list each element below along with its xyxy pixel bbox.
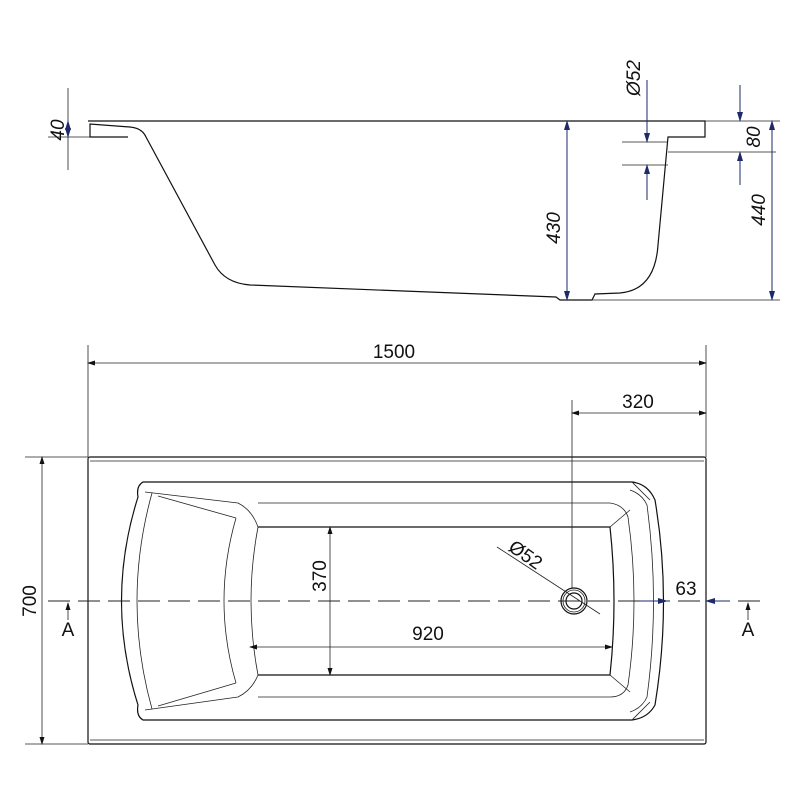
dim-floor-length: 920 <box>412 624 444 645</box>
dim-floor-width: 370 <box>310 560 331 592</box>
drain-inner <box>565 592 583 610</box>
dim-total-height: 440 <box>749 194 770 226</box>
section-label-left: A <box>62 620 75 641</box>
floor-outline <box>258 526 615 676</box>
dim-width: 700 <box>20 585 41 617</box>
dim-drain-offset: 320 <box>622 392 654 413</box>
dim-inner-depth: 430 <box>544 212 565 244</box>
dim-rim-width: 63 <box>675 579 696 600</box>
dim-lip-height: 40 <box>48 119 69 141</box>
top-view: 1500 320 700 A A 370 920 Ø52 63 <box>20 342 762 745</box>
section-label-right: A <box>742 620 755 641</box>
drain-ring <box>562 589 586 613</box>
drain-leader-line <box>496 546 601 615</box>
side-view: 40 Ø52 80 430 440 <box>48 60 780 301</box>
dim-length: 1500 <box>373 342 415 363</box>
dim-drain-diameter-top: Ø52 <box>504 537 545 575</box>
drain-outer <box>560 587 588 615</box>
tub-side-profile <box>88 120 706 301</box>
dim-overflow-height: 80 <box>744 126 765 148</box>
dim-drain-diameter-side: Ø52 <box>624 60 645 97</box>
headrest <box>144 491 259 711</box>
